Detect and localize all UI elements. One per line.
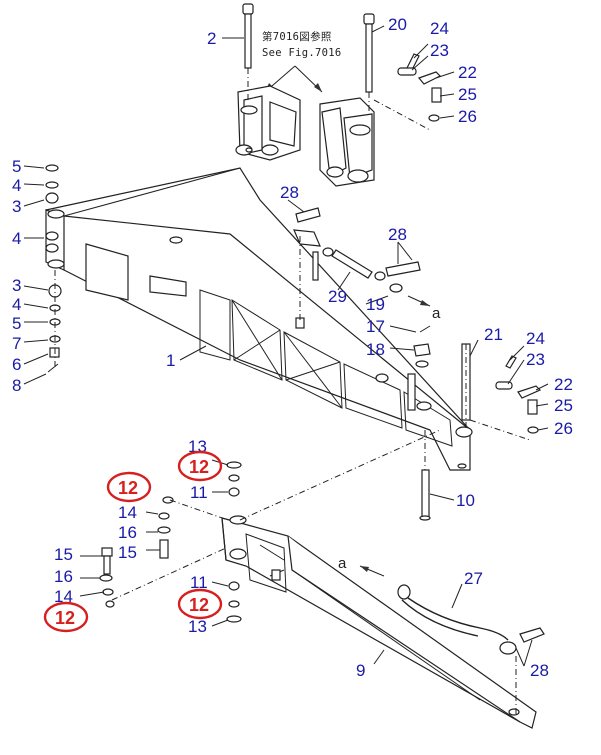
highlight-12-upper-left: 12 [106,471,152,503]
callout-16-upper: 16 [118,523,137,542]
callout-15-right: 15 [118,543,137,562]
callout-25-lower: 25 [554,396,573,415]
callout-5-lower: 5 [12,314,21,333]
callout-11-upper: 11 [190,483,208,502]
highlight-12-label: 12 [55,608,75,628]
highlight-12-label: 12 [189,457,209,477]
callout-10: 10 [456,491,475,510]
pin-part-20 [363,13,375,112]
callout-16-lower: 16 [54,567,73,586]
callout-7: 7 [12,334,21,353]
callout-1: 1 [166,351,175,370]
callout-22-lower: 22 [554,375,573,394]
callout-18: 18 [366,340,385,359]
callout-2: 2 [207,29,216,48]
lower-washers-right [226,461,242,623]
callout-5-upper: 5 [12,157,21,176]
lower-frame-part-9 [221,515,537,729]
highlight-12-lower-left: 12 [43,601,89,633]
highlight-12-lower-right: 12 [177,588,223,620]
callout-20: 20 [388,15,407,34]
top-bracket-right [319,97,375,187]
callout-15-left: 15 [54,545,73,564]
callout-14-upper: 14 [118,503,137,522]
callout-4-upper: 4 [12,176,21,195]
turnbuckle-assembly [293,207,431,320]
left-stack-upper [45,164,59,253]
callout-24-top: 24 [430,19,449,38]
reference-note-jp: 第7016図参照 [262,30,332,43]
reference-note-en: See Fig.7016 [262,47,341,59]
callout-3-lower: 3 [12,276,21,295]
direction-label-upper: a [432,305,441,322]
pin-part-2 [242,3,254,100]
callout-28-bottom: 28 [530,661,549,680]
right-pin-parts [407,325,542,441]
pin-part-10 [419,430,431,521]
callout-23-top: 23 [430,41,449,60]
callout-28-left: 28 [280,183,299,202]
callout-25-top: 25 [458,85,477,104]
callout-29: 29 [328,287,347,306]
callout-4-middle: 4 [12,229,21,248]
main-frame-part-1 [45,167,473,471]
lock-parts-top [373,53,442,131]
direction-arrowhead-lower [360,566,369,572]
callout-26-lower: 26 [554,419,573,438]
callout-23-lower: 23 [526,350,545,369]
callout-24-lower: 24 [526,329,545,348]
callout-27: 27 [464,569,483,588]
callout-4-lower: 4 [12,295,21,314]
top-bracket-left [235,85,301,161]
callout-13-lower: 13 [188,617,207,636]
callout-26-top: 26 [458,107,477,126]
callout-6: 6 [12,355,21,374]
callout-17: 17 [366,317,385,336]
callout-28-right: 28 [388,225,407,244]
callout-22-top: 22 [458,63,477,82]
left-stack-lower [47,270,62,373]
callout-21: 21 [484,325,503,344]
callout-9: 9 [356,661,365,680]
callout-3-upper: 3 [12,197,21,216]
cable-part-27 [397,584,545,716]
callout-11-lower: 11 [190,573,208,592]
highlight-12-label: 12 [189,595,209,615]
callout-14-lower: 14 [54,587,73,606]
callout-8: 8 [12,376,21,395]
highlight-12-label: 12 [118,478,138,498]
highlight-12-upper-right: 12 [177,450,223,482]
lower-alignment-line [239,429,441,521]
direction-label-lower: a [338,555,347,572]
callout-19: 19 [366,295,385,314]
